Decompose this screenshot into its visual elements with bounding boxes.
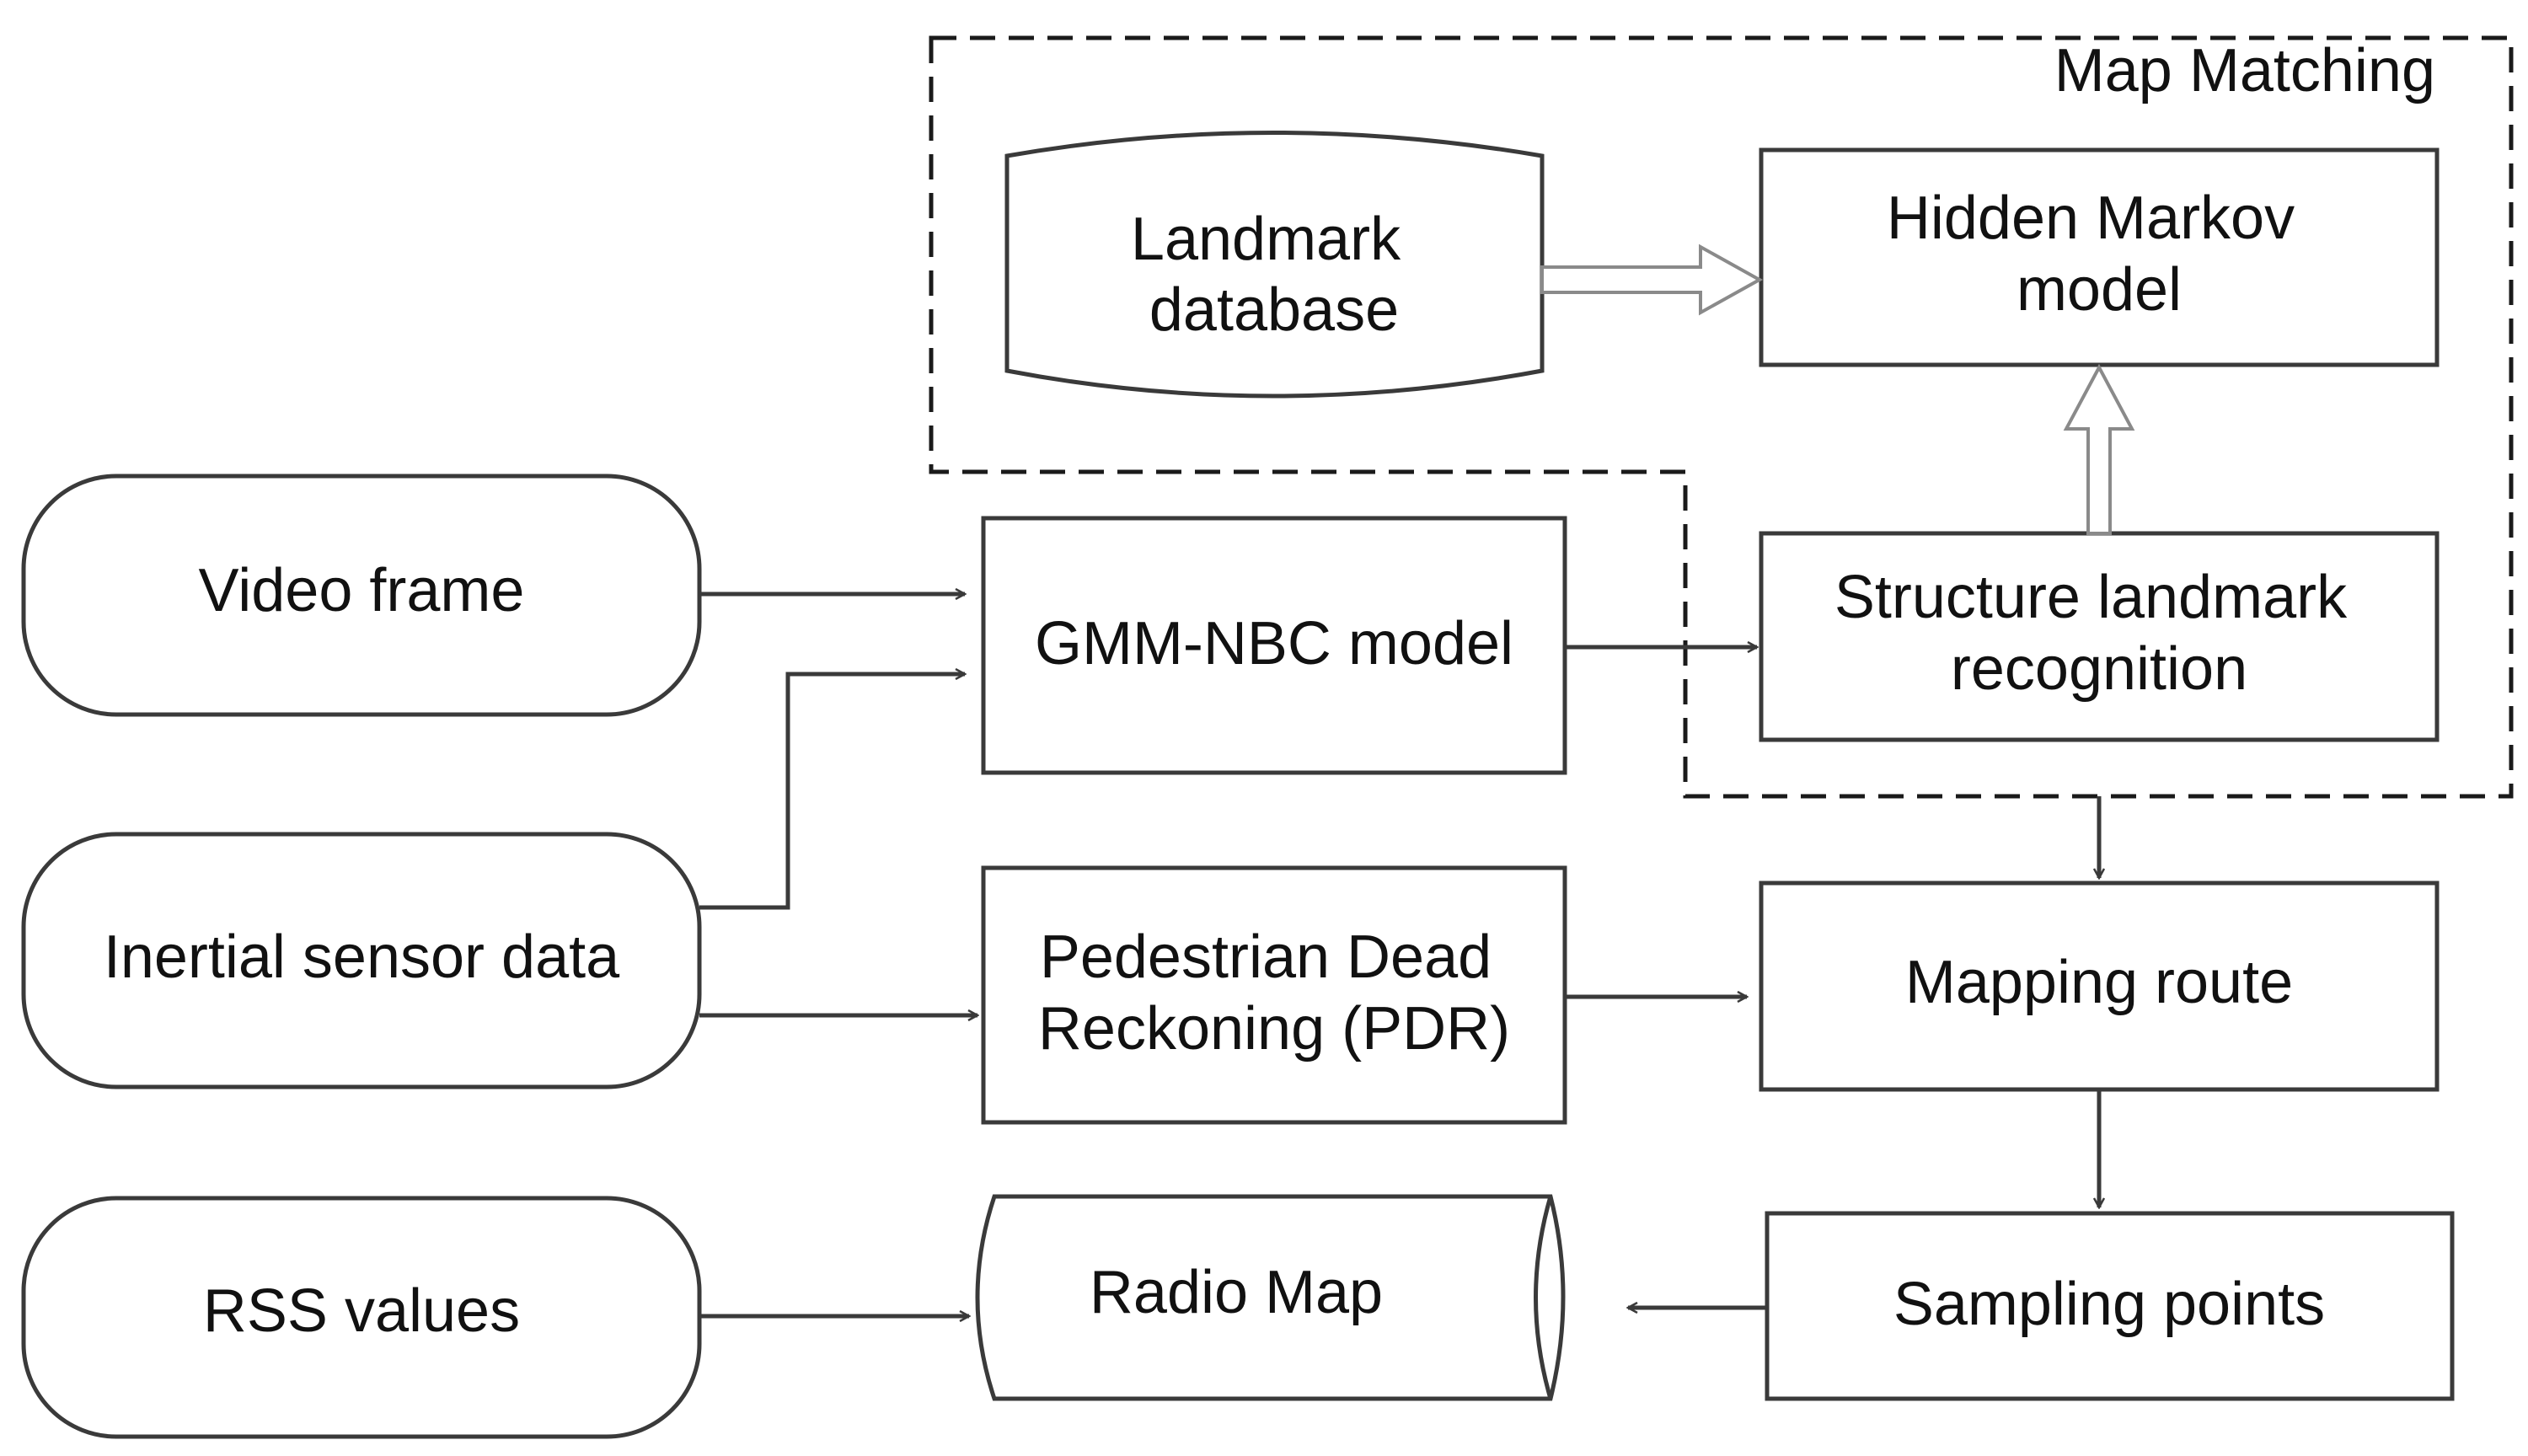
landmark-database-node: Landmark database [1004, 131, 1545, 399]
hidden-markov-model-label-line2: model [2017, 256, 2182, 324]
hidden-markov-model-label-line1: Hidden Markov [1887, 185, 2295, 252]
radio-map-label: Radio Map [1090, 1259, 1383, 1326]
structure-landmark-recognition-label-line1: Structure landmark [1834, 564, 2348, 631]
structure-landmark-recognition-node: Structure landmark recognition [1759, 531, 2440, 742]
svg-text:Hidden Markov model: Hidden Markov model [1887, 185, 2311, 324]
structure-landmark-recognition-box [1759, 531, 2440, 742]
landmark-database-label-line2: database [1149, 276, 1399, 344]
map-matching-title: Map Matching [2054, 37, 2435, 104]
inertial-sensor-data-box [21, 832, 702, 1089]
mapping-route-label: Mapping route [1905, 949, 2293, 1016]
svg-text:Structure landmark recog: Structure landmark recognition [1834, 564, 2364, 703]
radio-map-end-curve [1534, 1196, 1553, 1400]
hollow-arrow-recognition-to-hmm [2063, 363, 2135, 535]
pdr-label-line2: Reckoning (PDR) [1038, 995, 1510, 1063]
structure-landmark-recognition-label-line2: recognition [1951, 635, 2247, 703]
gmm-nbc-model-box [981, 516, 1567, 775]
svg-text:Landmark database: Landmark database [1131, 206, 1417, 344]
rss-values-label: RSS values [203, 1277, 520, 1345]
gmm-nbc-model-label: GMM-NBC model [1035, 610, 1513, 677]
pdr-node: Pedestrian Dead Reckoning (PDR) [981, 865, 1567, 1125]
edge-inertial-to-gmm-nbc [699, 674, 965, 910]
sampling-points-label: Sampling points [1893, 1271, 2325, 1338]
landmark-database-label-line1: Landmark [1131, 206, 1401, 273]
mapping-route-box [1759, 881, 2440, 1092]
mapping-route-node: Mapping route [1759, 881, 2440, 1092]
hidden-markov-model-node: Hidden Markov model [1759, 147, 2440, 367]
gmm-nbc-model-node: GMM-NBC model [981, 516, 1567, 775]
landmark-database-shape [1004, 131, 1545, 399]
hollow-arrow-database-to-hmm [1540, 244, 1764, 316]
pdr-label-line1: Pedestrian Dead [1040, 923, 1492, 991]
rss-values-node: RSS values [21, 1196, 702, 1439]
inertial-sensor-data-label: Inertial sensor data [104, 923, 620, 991]
video-frame-label: Video frame [199, 557, 525, 624]
radio-map-node: Radio Map [975, 1194, 1566, 1401]
video-frame-node: Video frame [21, 474, 702, 717]
sampling-points-node: Sampling points [1765, 1211, 2455, 1401]
map-matching-region [929, 35, 2514, 799]
inertial-sensor-data-node: Inertial sensor data [21, 832, 702, 1089]
svg-text:Pedestrian Dead Reckonin: Pedestrian Dead Reckoning (PDR) [1038, 923, 1510, 1063]
